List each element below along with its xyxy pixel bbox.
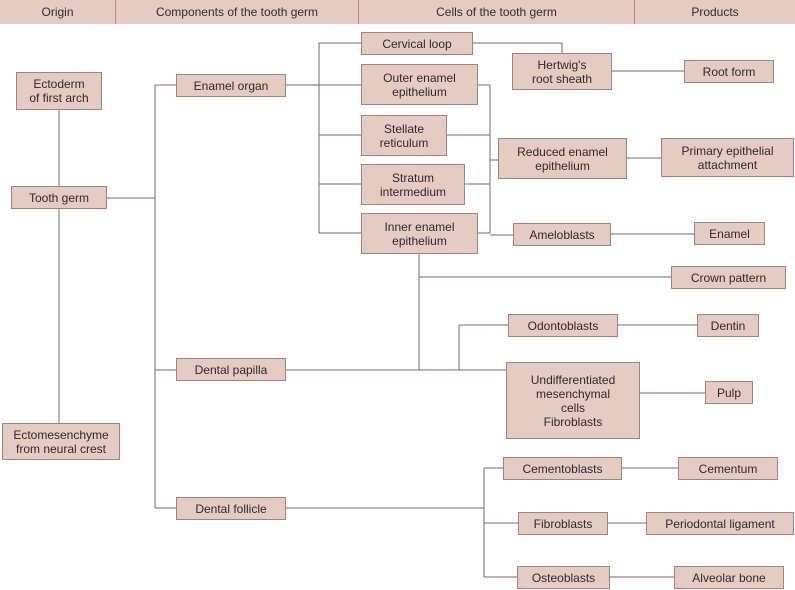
node-enamel-organ: Enamel organ [176,74,286,97]
node-undifferentiated-mesenchymal-cells: Undifferentiated mesenchymal cells Fibro… [506,362,640,439]
node-root-form: Root form [684,60,774,83]
node-ectomesenchyme: Ectomesenchyme from neural crest [2,423,120,460]
node-cementoblasts: Cementoblasts [503,457,622,480]
node-stratum-intermedium: Stratum intermedium [361,164,465,205]
node-primary-epithelial-attachment: Primary epithelial attachment [661,138,794,177]
header-products: Products [635,0,795,24]
node-osteoblasts: Osteoblasts [517,566,610,589]
node-alveolar-bone: Alveolar bone [674,566,784,589]
node-enamel: Enamel [694,222,765,245]
node-pulp: Pulp [705,381,753,404]
node-crown-pattern: Crown pattern [671,266,786,289]
node-cementum: Cementum [678,457,778,480]
node-reduced-enamel-epithelium: Reduced enamel epithelium [498,138,627,179]
node-stellate-reticulum: Stellate reticulum [361,115,447,156]
node-dentin: Dentin [697,314,759,337]
node-ectoderm: Ectoderm of first arch [16,72,102,110]
node-inner-enamel-epithelium: Inner enamel epithelium [361,213,478,254]
node-periodontal-ligament: Periodontal ligament [646,512,794,535]
header-origin: Origin [0,0,116,24]
node-hertwigs-root-sheath: Hertwig's root sheath [512,53,612,90]
node-dental-follicle: Dental follicle [176,497,286,520]
node-cervical-loop: Cervical loop [361,32,473,55]
node-tooth-germ: Tooth germ [11,186,107,209]
node-outer-enamel-epithelium: Outer enamel epithelium [361,64,478,105]
header-cells: Cells of the tooth germ [359,0,635,24]
header-components: Components of the tooth germ [116,0,359,24]
node-dental-papilla: Dental papilla [176,358,286,381]
node-fibroblasts: Fibroblasts [518,512,608,535]
node-odontoblasts: Odontoblasts [508,314,618,337]
node-ameloblasts: Ameloblasts [513,223,611,246]
